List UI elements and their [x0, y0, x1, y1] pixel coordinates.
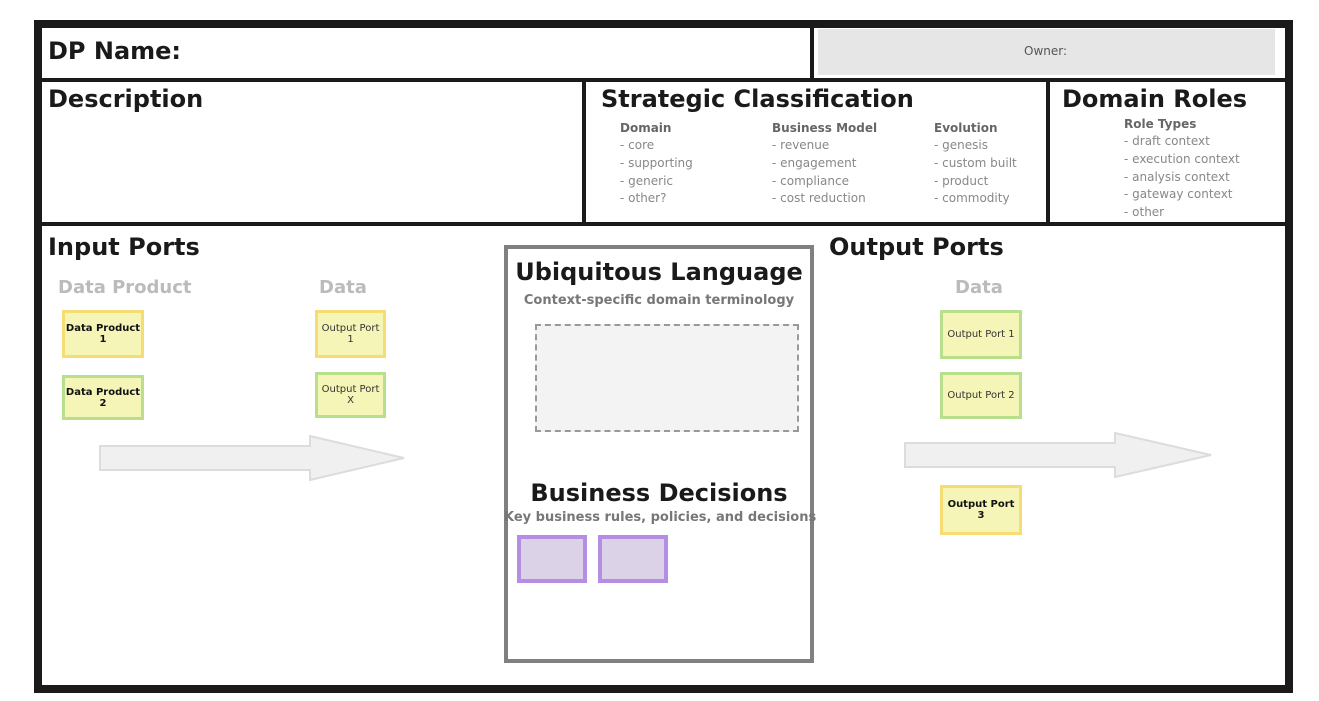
output-col-data-heading: Data	[955, 277, 1003, 298]
output-port-sticky[interactable]: Output Port 3	[940, 485, 1022, 535]
center-panel	[504, 245, 814, 663]
output-ports-title: Output Ports	[829, 233, 1004, 261]
output-port-sticky[interactable]: Output Port 1	[940, 310, 1022, 359]
strategic-item: - compliance	[772, 174, 849, 188]
business-decisions-subtitle: Key business rules, policies, and decisi…	[504, 510, 817, 525]
role-item: - execution context	[1124, 152, 1240, 166]
data-product-sticky[interactable]: Data Product 2	[62, 375, 144, 420]
strategic-col-domain-heading: Domain	[620, 121, 672, 135]
roles-divider	[1046, 80, 1050, 224]
output-flow-arrow	[904, 431, 1212, 479]
business-decision-sticky[interactable]	[517, 535, 587, 583]
strategic-item: - supporting	[620, 156, 693, 170]
input-output-port-sticky[interactable]: Output Port 1	[315, 310, 386, 358]
strategic-item: - cost reduction	[772, 191, 866, 205]
strategic-item: - generic	[620, 174, 673, 188]
role-item: - other	[1124, 205, 1165, 219]
role-item: - analysis context	[1124, 170, 1230, 184]
description-divider	[582, 80, 586, 224]
ubiquitous-language-placeholder[interactable]	[535, 324, 799, 432]
strategic-item: - other?	[620, 191, 667, 205]
strategic-classification-title: Strategic Classification	[601, 85, 914, 113]
strategic-item: - engagement	[772, 156, 857, 170]
input-ports-title: Input Ports	[48, 233, 200, 261]
dp-name-label: DP Name:	[48, 37, 182, 65]
strategic-item: - custom built	[934, 156, 1017, 170]
strategic-item: - commodity	[934, 191, 1010, 205]
owner-field[interactable]	[818, 29, 1275, 75]
role-types-heading: Role Types	[1124, 117, 1197, 131]
ubiquitous-language-subtitle: Context-specific domain terminology	[523, 293, 795, 308]
input-output-port-sticky[interactable]: Output Port X	[315, 372, 386, 418]
strategic-col-business-model-heading: Business Model	[772, 121, 878, 135]
strategic-item: - revenue	[772, 138, 830, 152]
business-decisions-title: Business Decisions	[530, 479, 788, 507]
output-port-sticky[interactable]: Output Port 2	[940, 372, 1022, 419]
ubiquitous-language-title: Ubiquitous Language	[515, 258, 803, 286]
input-col-data-heading: Data	[319, 277, 367, 298]
role-item: - gateway context	[1124, 187, 1233, 201]
header-divider	[34, 78, 1285, 82]
strategic-item: - genesis	[934, 138, 988, 152]
input-flow-arrow	[99, 434, 405, 482]
input-col-data-product-heading: Data Product	[58, 277, 192, 298]
top-section-divider	[34, 222, 1285, 226]
domain-roles-title: Domain Roles	[1062, 85, 1248, 113]
header-vertical-divider	[810, 20, 814, 80]
data-product-sticky[interactable]: Data Product 1	[62, 310, 144, 358]
owner-label: Owner:	[1024, 44, 1068, 58]
business-decision-sticky[interactable]	[598, 535, 668, 583]
role-item: - draft context	[1124, 134, 1210, 148]
description-title: Description	[48, 85, 204, 113]
strategic-item: - core	[620, 138, 655, 152]
strategic-col-evolution-heading: Evolution	[934, 121, 998, 135]
strategic-item: - product	[934, 174, 989, 188]
